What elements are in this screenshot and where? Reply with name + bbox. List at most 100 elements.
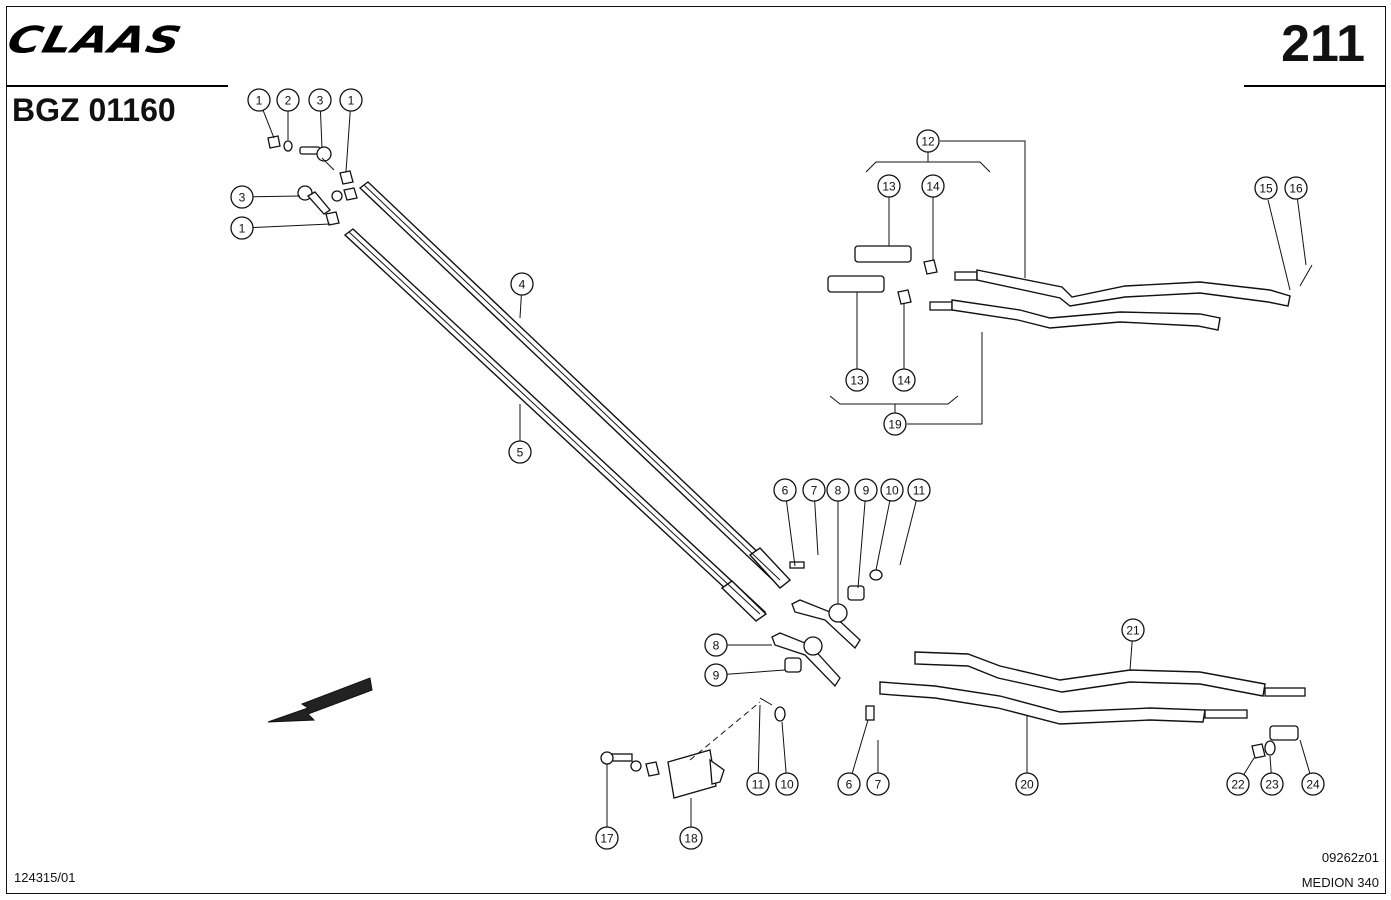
callout-label: 16 bbox=[1289, 182, 1303, 196]
callout-label: 11 bbox=[913, 484, 926, 498]
callout-22: 22 bbox=[1226, 757, 1255, 796]
drawing-code: BGZ 01160 bbox=[12, 92, 176, 128]
callout-circle bbox=[746, 772, 770, 796]
callout-19: 19 bbox=[883, 412, 907, 436]
callout-1: 1 bbox=[339, 88, 363, 173]
callout-circle bbox=[802, 478, 826, 502]
callout-13: 13 bbox=[845, 292, 869, 392]
callout-label: 1 bbox=[348, 94, 355, 108]
callout-label: 17 bbox=[600, 832, 614, 846]
callout-circle bbox=[907, 478, 931, 502]
callout-circle bbox=[845, 368, 869, 392]
callout-circle bbox=[679, 826, 703, 850]
callout-label: 8 bbox=[713, 639, 720, 653]
callout-11: 11 bbox=[899, 478, 931, 566]
callout-circle bbox=[1284, 176, 1308, 200]
callout-leader-line bbox=[785, 500, 796, 567]
lower-right-rods bbox=[865, 651, 1306, 759]
callout-circle bbox=[595, 826, 619, 850]
callout-label: 1 bbox=[239, 222, 246, 236]
callout-circle bbox=[826, 478, 850, 502]
callout-15: 15 bbox=[1254, 176, 1278, 200]
callout-leader-line bbox=[252, 223, 331, 229]
callout-circle bbox=[892, 368, 916, 392]
callout-label: 7 bbox=[875, 778, 882, 792]
callout-leader-line bbox=[1296, 198, 1307, 266]
callout-12: 12 bbox=[916, 129, 940, 153]
callout-label: 4 bbox=[519, 278, 526, 292]
callout-leader-line bbox=[814, 500, 819, 556]
callout-4: 4 bbox=[510, 272, 534, 319]
callout-circle bbox=[877, 174, 901, 198]
callout-2: 2 bbox=[276, 88, 300, 140]
callout-label: 24 bbox=[1306, 778, 1320, 792]
callout-label: 18 bbox=[684, 832, 698, 846]
callout-label: 10 bbox=[885, 484, 899, 498]
callout-8: 8 bbox=[826, 478, 850, 604]
callout-label: 22 bbox=[1231, 778, 1245, 792]
callout-label: 12 bbox=[921, 135, 935, 149]
frame-left-border bbox=[6, 6, 7, 894]
callout-5: 5 bbox=[508, 404, 532, 464]
callout-20: 20 bbox=[1015, 715, 1039, 796]
callout-circle bbox=[1260, 772, 1284, 796]
callout-circle bbox=[921, 174, 945, 198]
bracket-assembly bbox=[600, 701, 761, 799]
callout-13: 13 bbox=[877, 174, 901, 246]
callout-label: 8 bbox=[835, 484, 842, 498]
callout-leader-line bbox=[899, 500, 917, 566]
callout-1: 1 bbox=[247, 88, 275, 139]
callout-label: 13 bbox=[850, 374, 864, 388]
callout-leader-line bbox=[252, 195, 301, 198]
callout-3: 3 bbox=[230, 185, 301, 209]
callout-label: 1 bbox=[256, 94, 263, 108]
doc-number: 124315/01 bbox=[14, 870, 76, 885]
callout-label: 6 bbox=[846, 778, 853, 792]
callout-label: 9 bbox=[863, 484, 870, 498]
callout-leader-line bbox=[262, 110, 275, 139]
upper-right-rods bbox=[827, 199, 1313, 331]
callout-label: 10 bbox=[780, 778, 794, 792]
callout-label: 11 bbox=[752, 778, 765, 792]
page-number: 211 bbox=[1281, 15, 1365, 73]
callout-leader-line bbox=[757, 704, 761, 774]
callout-16: 16 bbox=[1284, 176, 1308, 266]
callout-label: 19 bbox=[888, 418, 902, 432]
rod-4 bbox=[358, 181, 792, 589]
callout-8: 8 bbox=[704, 633, 772, 657]
callout-circle bbox=[510, 272, 534, 296]
callout-circle bbox=[1226, 772, 1250, 796]
callout-label: 5 bbox=[517, 446, 524, 460]
callout-14: 14 bbox=[892, 304, 916, 392]
callout-label: 23 bbox=[1265, 778, 1279, 792]
callout-7: 7 bbox=[866, 740, 890, 796]
callout-label: 3 bbox=[239, 191, 246, 205]
callout-17: 17 bbox=[595, 764, 619, 850]
callout-leader-line bbox=[1243, 757, 1255, 775]
callout-18: 18 bbox=[679, 798, 703, 850]
rod-5 bbox=[343, 228, 768, 622]
callout-label: 7 bbox=[811, 484, 818, 498]
model-name: MEDION 340 bbox=[1301, 875, 1379, 890]
callout-label: 2 bbox=[285, 94, 292, 108]
callout-label: 15 bbox=[1259, 182, 1273, 196]
callout-leader-line bbox=[875, 500, 891, 571]
callout-label: 21 bbox=[1126, 624, 1140, 638]
callout-3: 3 bbox=[308, 88, 332, 149]
callout-circle bbox=[704, 633, 728, 657]
frame-bottom-border bbox=[6, 893, 1386, 894]
callout-10: 10 bbox=[775, 721, 799, 796]
callout-10: 10 bbox=[875, 478, 904, 571]
callout-24: 24 bbox=[1299, 739, 1325, 796]
callout-circle bbox=[866, 772, 890, 796]
callout-label: 14 bbox=[897, 374, 911, 388]
callout-6: 6 bbox=[773, 478, 797, 567]
callout-circle bbox=[1301, 772, 1325, 796]
callout-circle bbox=[775, 772, 799, 796]
callout-leader-line bbox=[851, 719, 869, 774]
callout-label: 6 bbox=[782, 484, 789, 498]
callout-label: 20 bbox=[1020, 778, 1034, 792]
callout-circle bbox=[339, 88, 363, 112]
callout-circle bbox=[916, 129, 940, 153]
